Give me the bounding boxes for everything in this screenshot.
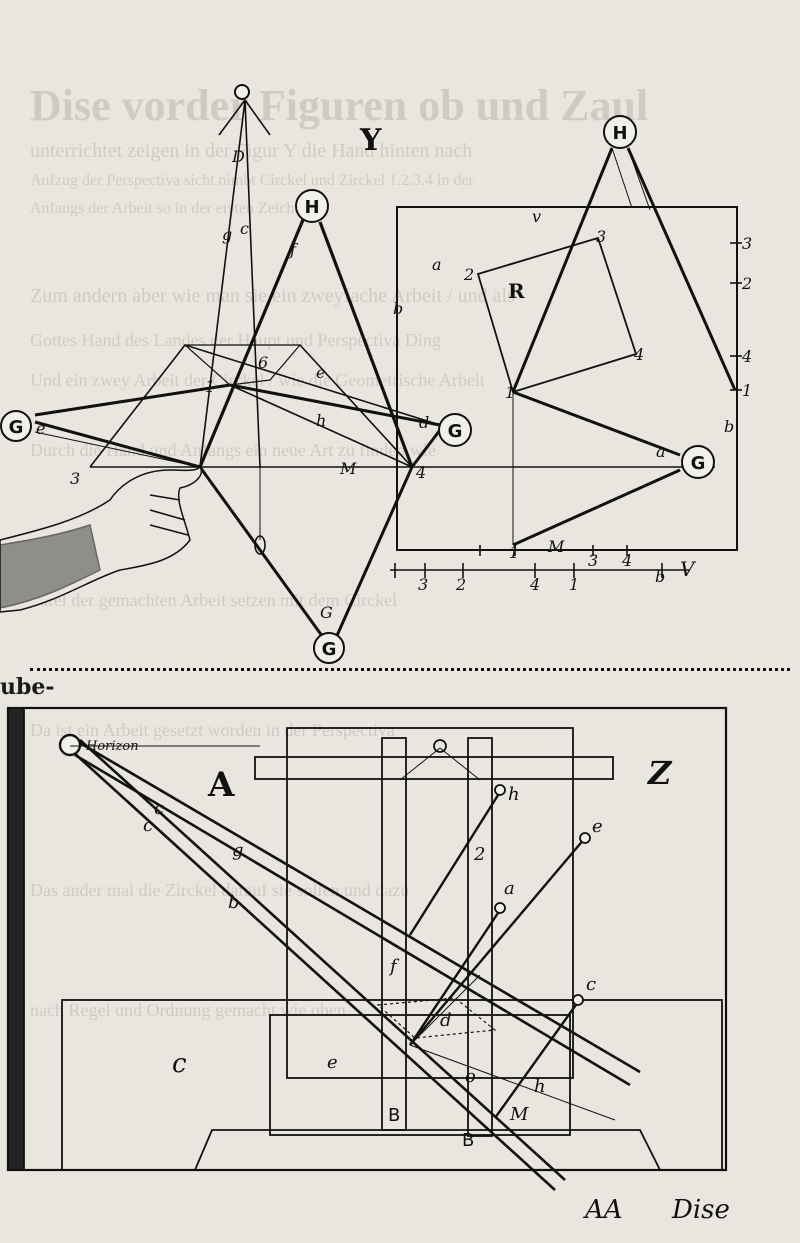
point-label: 1: [742, 381, 752, 400]
dotted-divider: [30, 668, 790, 671]
point-label: M: [509, 1104, 529, 1125]
circle-label: G: [448, 421, 463, 442]
bleed-line: Durch die Hand und Anfangs ein neue Art …: [30, 440, 436, 460]
point-label: h: [508, 784, 520, 805]
bottom-woodcut-figure: A Z Horizon c c g b h 2 a e c f d e h M …: [6, 706, 728, 1191]
point-label: f: [388, 956, 400, 977]
circle-label: H: [304, 197, 319, 218]
circle-label: H: [612, 123, 627, 144]
margin-word: ube-: [0, 674, 55, 700]
point-label: 1: [509, 543, 519, 562]
point-label: e: [36, 419, 45, 438]
panel-letter-a: A: [207, 765, 235, 805]
point-label: 6: [258, 353, 268, 372]
point-label: D: [231, 147, 245, 166]
bleed-line: nach Regel und Ordnung gemacht wie oben: [30, 1000, 346, 1020]
point-label: M: [339, 459, 357, 478]
point-label: 2: [473, 844, 485, 865]
point-label: 3: [596, 227, 606, 246]
point-label: 4: [741, 347, 752, 366]
point-label: B: [462, 1130, 474, 1151]
point-label: e: [316, 363, 325, 382]
circle-label: G: [691, 453, 706, 474]
bleed-line: Dise vorder Figuren ob und Zaul: [30, 81, 649, 130]
bleed-line: Aufzug der Perspectiva sicht nimbt Circk…: [30, 172, 474, 189]
point-label: b: [655, 567, 665, 586]
bleed-line: Tafel der gemachten Arbeit setzen mit de…: [30, 590, 398, 610]
point-label: 3: [588, 551, 598, 570]
point-label: 4: [529, 575, 540, 594]
point-label: 4: [415, 463, 426, 482]
panel-letter-z: Z: [646, 754, 673, 792]
circle-label: G: [9, 417, 24, 438]
point-label: f: [289, 240, 299, 259]
point-label: R: [508, 279, 525, 303]
point-label: g: [232, 840, 244, 861]
point-label: 1: [205, 377, 215, 396]
point-label: G: [320, 603, 333, 622]
point-label: 1: [505, 383, 515, 402]
point-label: h: [316, 411, 326, 430]
point-label: a: [432, 255, 442, 274]
point-label: c: [172, 1049, 187, 1079]
point-label: c: [143, 815, 153, 836]
point-label: e: [327, 1052, 338, 1073]
horizon-label: Horizon: [85, 739, 139, 754]
point-label: c: [586, 974, 596, 995]
point-label: o: [465, 1066, 476, 1087]
point-label: c: [154, 798, 164, 819]
point-label: a: [504, 878, 515, 899]
point-label: h: [534, 1076, 546, 1097]
catchword: Dise: [672, 1195, 730, 1225]
point-label: 3: [418, 575, 428, 594]
point-label: e: [592, 816, 603, 837]
top-woodcut-figure: H H G G G G Y D g c f e 6 e h d 3 M 4 1 …: [0, 84, 752, 664]
point-label: 4: [633, 345, 644, 364]
bleed-line: Gottes Hand des Landes der Haupt und Per…: [30, 330, 441, 350]
point-label: B: [388, 1105, 400, 1126]
point-label: M: [547, 537, 565, 556]
point-label: V: [680, 557, 697, 581]
bleed-line: Das ander mal die Zirckel darauf sie sol…: [30, 880, 410, 900]
point-label: b: [724, 417, 734, 436]
point-label: 4: [621, 551, 632, 570]
bleed-line: Anfangs der Arbeit so in der ersten Zeic…: [30, 200, 327, 217]
point-label: d: [419, 413, 429, 432]
pointing-hand-illustration: [0, 465, 202, 613]
point-label: b: [393, 299, 403, 318]
point-label: g: [222, 225, 232, 244]
point-label: 3: [742, 234, 752, 253]
point-label: a: [656, 442, 666, 461]
bleed-line: unterrichtet zeigen in der Figur Y die H…: [30, 140, 473, 162]
point-label: c: [240, 219, 249, 238]
point-label: 2: [455, 575, 466, 594]
point-label: b: [228, 892, 240, 913]
point-label: d: [440, 1010, 452, 1031]
point-label: 2: [741, 274, 752, 293]
point-label: 1: [569, 575, 579, 594]
point-label: v: [532, 207, 541, 226]
bleed-line: Da ist ein Arbeit gesetzt worden in der …: [30, 720, 395, 740]
point-label: 2: [463, 265, 474, 284]
signature-mark: AA: [585, 1195, 623, 1225]
circle-label: G: [322, 639, 337, 660]
panel-letter-y: Y: [359, 123, 382, 158]
bleed-line: Und ein zwey Arbeit der Circkel / wie di…: [30, 370, 485, 390]
point-label: 3: [70, 469, 80, 488]
